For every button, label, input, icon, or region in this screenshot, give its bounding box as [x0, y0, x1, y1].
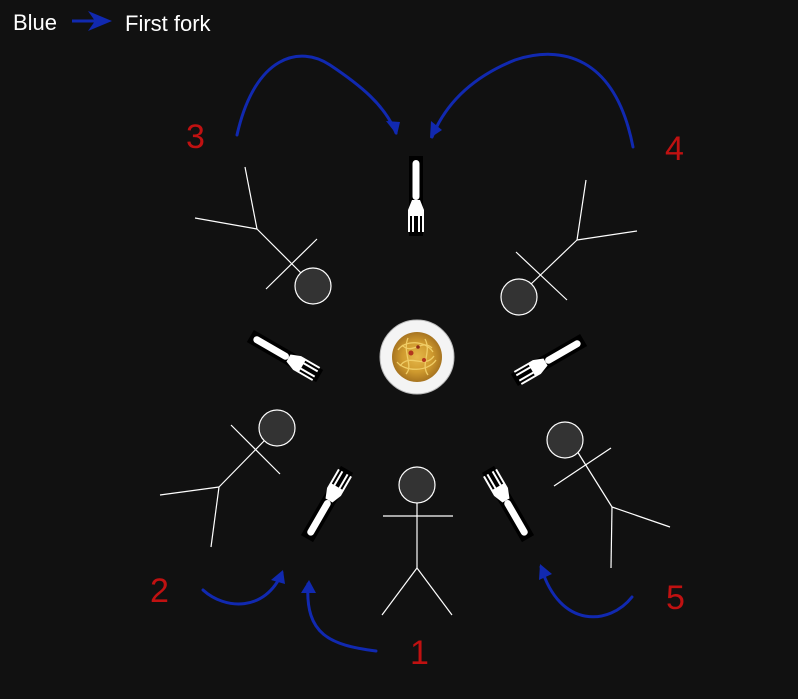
- label-3: 3: [186, 118, 205, 156]
- arrow-5: [541, 567, 632, 617]
- fork-right-icon: [510, 333, 587, 387]
- fork-bottom-left-icon: [300, 465, 354, 542]
- label-2: 2: [150, 572, 169, 610]
- fork-top-icon: [408, 156, 424, 236]
- spaghetti-plate-icon: [380, 320, 454, 394]
- philosopher-3-figure: [195, 167, 331, 304]
- philosopher-5-figure: [547, 422, 670, 568]
- arrowhead-3: [386, 121, 400, 135]
- fork-bottom-right-icon: [481, 465, 535, 542]
- arrowhead-4: [430, 121, 442, 138]
- label-4: 4: [665, 130, 684, 168]
- arrow-3: [237, 56, 396, 135]
- arrow-4: [432, 54, 633, 147]
- arrowhead-2: [271, 570, 285, 584]
- arrow-1: [308, 584, 376, 651]
- label-5: 5: [666, 579, 685, 617]
- philosopher-1-figure: [382, 467, 453, 615]
- label-1: 1: [410, 634, 429, 672]
- philosopher-4-figure: [501, 180, 637, 315]
- legend-color-word: Blue: [13, 10, 57, 35]
- legend-meaning: First fork: [125, 11, 212, 36]
- philosopher-2-figure: [160, 410, 295, 547]
- legend: Blue First fork: [13, 10, 212, 36]
- arrowhead-1: [301, 580, 316, 593]
- arrow-2: [203, 573, 282, 604]
- fork-left-icon: [246, 329, 323, 383]
